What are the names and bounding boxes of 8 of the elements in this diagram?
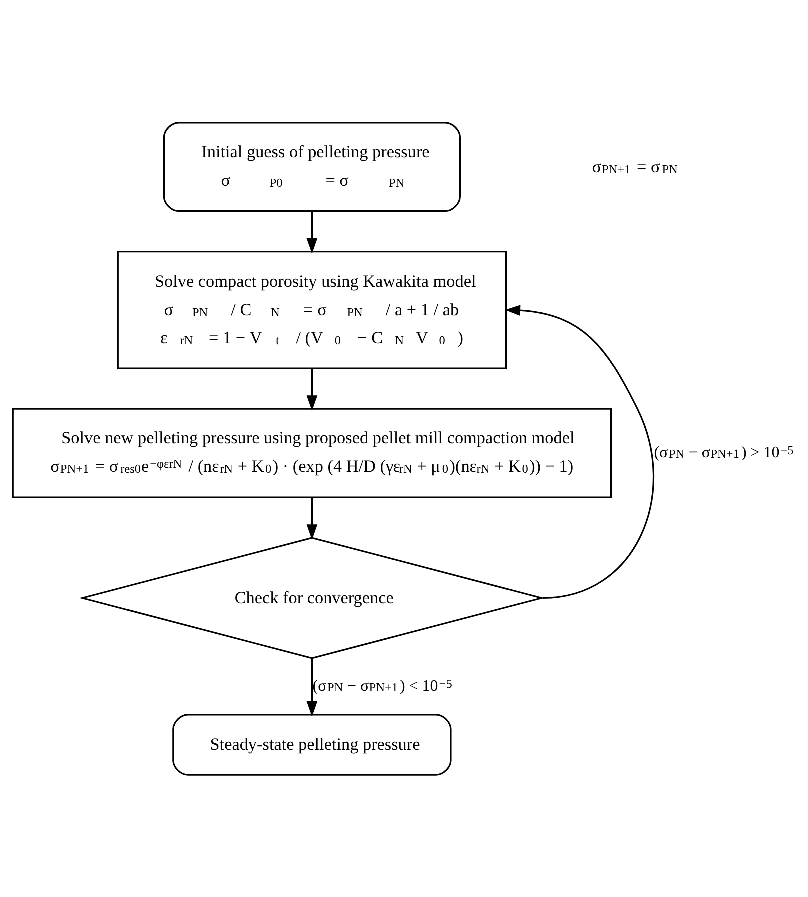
arrow xyxy=(306,497,318,540)
node-diamond: Check for convergence xyxy=(79,536,546,659)
node-box: Steady-state pelleting pressure xyxy=(172,714,452,776)
arrow xyxy=(306,658,318,716)
label: σPN+1 = σPN xyxy=(592,156,678,176)
arrow xyxy=(505,304,654,599)
arrow xyxy=(306,368,318,411)
arrow xyxy=(306,211,318,254)
